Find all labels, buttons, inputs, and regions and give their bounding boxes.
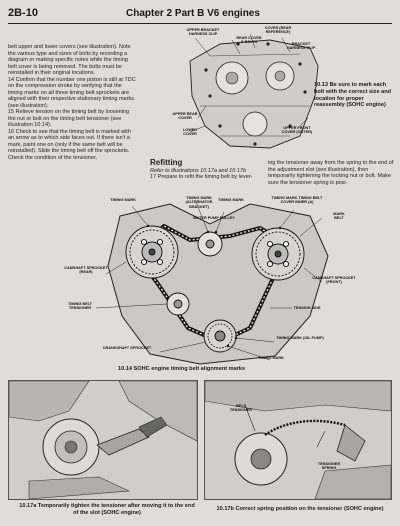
fig17b-caption: 10.17b Correct spring position on the te… — [216, 506, 384, 512]
fig13-caption: 10.13 Be sure to mark each bolt with the… — [314, 82, 392, 109]
figure-10-13-drawing — [150, 26, 392, 156]
refitting-section: Refitting Refer to illustrations 10.17a … — [150, 158, 262, 181]
fig17b-label-belt-tensioner: BELT TENSIONER — [229, 404, 253, 413]
fig14-label-timing-mark-center: TIMING MARK — [218, 198, 244, 202]
fig13-label-rear-cover-bolts: REAR COVER G BOLTS — [236, 36, 262, 45]
left-column-text: belt upper and lower covers (see illustr… — [8, 44, 136, 161]
fig17b-label-tensioner-spring: TENSIONER SPRING — [317, 462, 341, 471]
refitting-reference: Refer to illustrations 10.17a and 10.17b — [150, 167, 247, 174]
paragraph-13-end: belt upper and lower covers (see illustr… — [8, 44, 131, 76]
paragraph-14: 14 Confirm that the number one piston is… — [8, 76, 136, 109]
fig14-label-camshaft-sprocket-front: CAMSHAFT SPROCKET (FRONT) — [312, 276, 356, 285]
water-pump-pulley — [197, 231, 223, 257]
fig14-label-water-pump-pulley: WATER PUMP PULLEY — [193, 216, 235, 220]
fig14-label-timing-mark-oil-pump: TIMING MARK (OIL PUMP) — [276, 336, 324, 340]
paragraph-17: 17 Prepare to refit the timing belt by l… — [150, 174, 253, 180]
right-column-text: ing the tensioner away from the spring t… — [268, 160, 394, 186]
fig14-label-timing-mark-alternator: TIMING MARK (ALTERNATOR BRACKET) — [185, 196, 213, 209]
figure-10-17a-frame — [8, 380, 198, 500]
fig14-label-timing-mark-bottom: TIMING MARK — [258, 356, 284, 360]
chapter-title: Chapter 2 Part B V6 engines — [126, 8, 260, 19]
crank-sprocket — [203, 319, 237, 353]
paragraph-16: 16 Check to see that the timing belt is … — [8, 128, 131, 161]
fig14-caption: 10.14 SOHC engine timing belt alignment … — [118, 366, 246, 372]
front-cam-sprocket — [251, 227, 305, 281]
fig13-label-upper-front-cover: UPPER FRONT COVER (OUTER) — [281, 126, 313, 135]
figure-10-14-drawing — [60, 196, 390, 372]
page-header: 2B-10 Chapter 2 Part B V6 engines — [8, 6, 392, 24]
page-number: 2B-10 — [8, 7, 38, 19]
fig14-label-timing-belt-tensioner: TIMING BELT TENSIONER — [68, 302, 92, 311]
figure-10-17a-drawing — [8, 380, 198, 500]
paragraph-15: 15 Relieve tension on the timing belt by… — [8, 109, 130, 128]
rear-cam-sprocket — [125, 225, 179, 279]
fig17a-caption: 10.17a Temporarily tighten the tensioner… — [19, 503, 195, 516]
fig14-label-tension-side: TENSION SIDE — [293, 306, 321, 310]
fig13-label-bracket-clip: BRACKET HARNESS CLIP — [286, 42, 316, 51]
fig14-label-timing-mark-cover: TIMING MARK TIMING BELT COVER INNER (A) — [271, 196, 323, 205]
tensioner-pulley — [166, 292, 190, 316]
figure-10-17b-drawing — [204, 380, 392, 500]
fig13-label-cover-rear: COVER (REAR REFERENCE) — [264, 26, 292, 35]
fig14-label-camshaft-sprocket-rear: CAMSHAFT SPROCKET (REAR) — [64, 266, 108, 275]
fig14-label-timing-mark-left: TIMING MARK — [110, 198, 136, 202]
fig14-label-mark-belt: MARK BELT — [333, 212, 345, 221]
figure-10-17b-frame — [204, 380, 392, 500]
refitting-heading: Refitting — [150, 158, 183, 167]
paragraph-17-cont: ing the tensioner away from the spring t… — [268, 160, 394, 186]
fig13-label-lower-cover: LOWER COVER — [182, 128, 198, 137]
fig13-label-upper-bracket: UPPER BRACKET HARNESS CLIP — [186, 28, 220, 37]
fig14-label-crankshaft-sprocket: CRANKSHAFT SPROCKET — [102, 346, 152, 350]
fig13-label-upper-rear-cover: UPPER REAR COVER — [172, 112, 198, 121]
